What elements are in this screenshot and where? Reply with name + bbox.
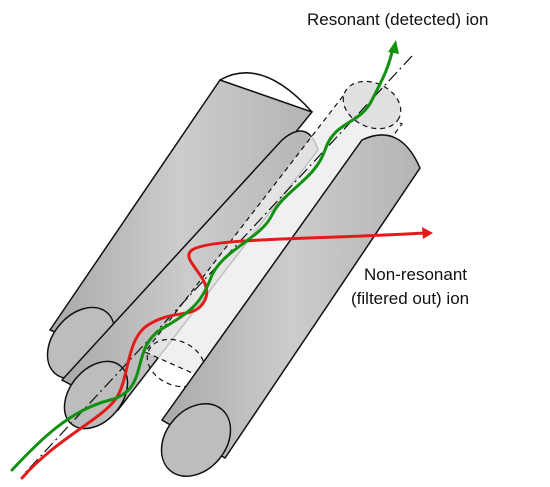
arrowhead-icon xyxy=(388,40,399,54)
non-resonant-trajectory xyxy=(20,231,427,480)
quadrupole-axis xyxy=(24,55,413,474)
non-resonant-ion-label-line1: Non-resonant xyxy=(364,265,468,284)
non-resonant-ion-label-line2: (filtered out) ion xyxy=(351,289,470,308)
rod-front-right xyxy=(160,134,421,477)
arrowhead-icon xyxy=(422,227,433,239)
resonant-trajectory xyxy=(10,46,395,472)
resonant-ion-label: Resonant (detected) ion xyxy=(307,10,489,29)
